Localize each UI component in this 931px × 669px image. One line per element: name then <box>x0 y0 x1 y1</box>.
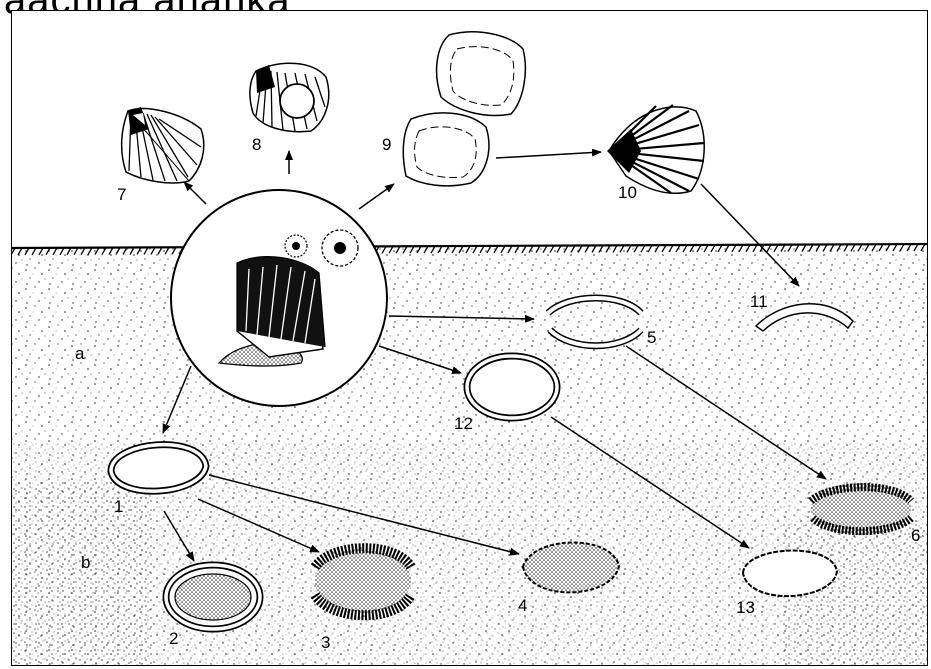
label-4: 4 <box>518 596 527 615</box>
label-9: 9 <box>382 135 391 154</box>
zone-label-a: a <box>75 344 85 363</box>
label-2: 2 <box>169 629 178 648</box>
label-13: 13 <box>736 598 755 617</box>
shell-1 <box>111 445 206 492</box>
shell-10 <box>607 105 704 193</box>
fossilization-diagram: a b 1 2 3 4 5 6 7 8 9 10 11 12 13 <box>12 11 928 666</box>
label-6: 6 <box>911 526 920 545</box>
zone-label-b: b <box>81 553 90 572</box>
label-5: 5 <box>647 328 656 347</box>
shell-8 <box>250 63 329 131</box>
shell-9-open-valves <box>403 32 525 186</box>
label-1: 1 <box>114 497 123 516</box>
label-10: 10 <box>618 183 637 202</box>
shell-7 <box>122 107 204 183</box>
label-11: 11 <box>750 292 768 311</box>
label-12: 12 <box>454 414 473 433</box>
shell-6 <box>811 483 911 535</box>
label-3: 3 <box>321 633 330 652</box>
label-7: 7 <box>117 185 126 204</box>
diagram-frame: a b 1 2 3 4 5 6 7 8 9 10 11 12 13 <box>11 10 928 666</box>
label-8: 8 <box>252 135 261 154</box>
shell-13 <box>743 551 837 597</box>
living-scallop-circle <box>171 190 387 406</box>
shell-2 <box>166 565 260 629</box>
shell-12 <box>467 356 557 418</box>
